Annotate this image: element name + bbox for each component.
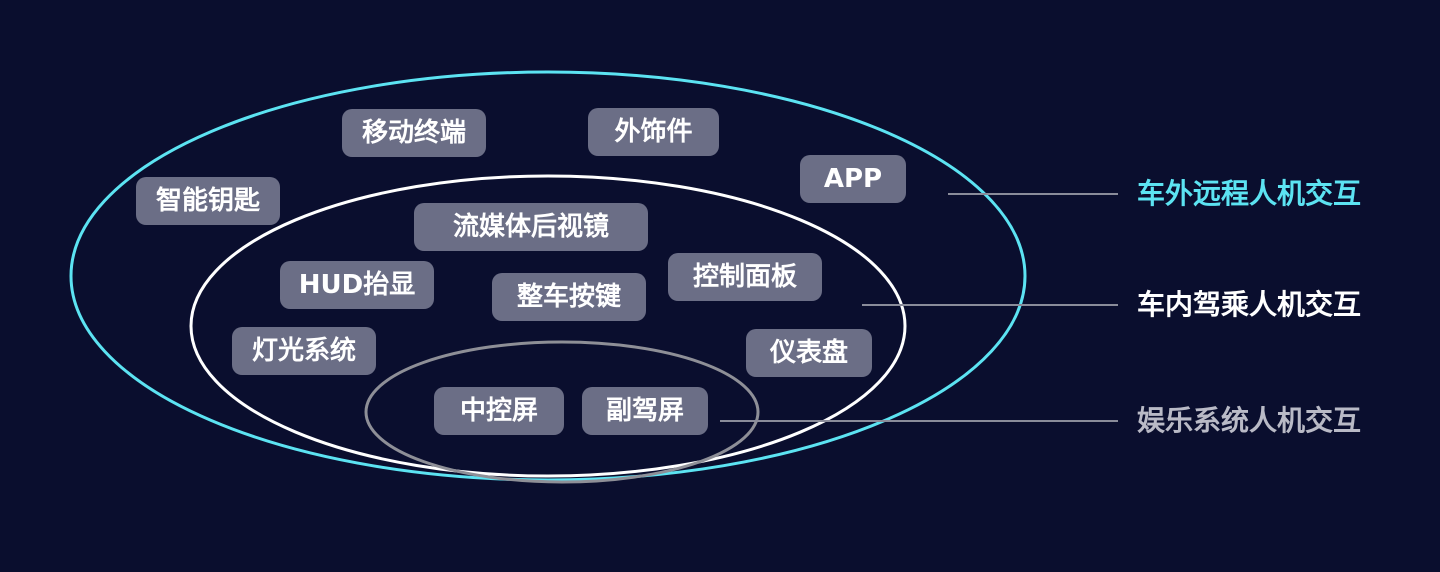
tag-instrument-cluster: 仪表盘 — [746, 329, 872, 377]
tag-lighting-system: 灯光系统 — [232, 327, 376, 375]
tag-center-screen: 中控屏 — [434, 387, 564, 435]
inner-zone-ellipse — [364, 340, 760, 484]
tag-hud: HUD抬显 — [280, 261, 434, 309]
tag-control-panel: 控制面板 — [668, 253, 822, 301]
tag-vehicle-buttons: 整车按键 — [492, 273, 646, 321]
outer-zone-ellipse — [69, 70, 1027, 482]
tag-exterior-trim: 外饰件 — [588, 108, 719, 156]
middle-zone-ellipse — [189, 174, 907, 478]
middle-zone-label: 车内驾乘人机交互 — [1137, 288, 1362, 321]
tag-passenger-screen: 副驾屏 — [582, 387, 708, 435]
tag-streaming-mirror: 流媒体后视镜 — [414, 203, 648, 251]
tag-mobile-terminal: 移动终端 — [342, 109, 486, 157]
outer-zone-label: 车外远程人机交互 — [1137, 177, 1362, 210]
tag-smart-key: 智能钥匙 — [136, 177, 280, 225]
inner-zone-label: 娱乐系统人机交互 — [1137, 404, 1362, 437]
tag-app: APP — [800, 155, 906, 203]
